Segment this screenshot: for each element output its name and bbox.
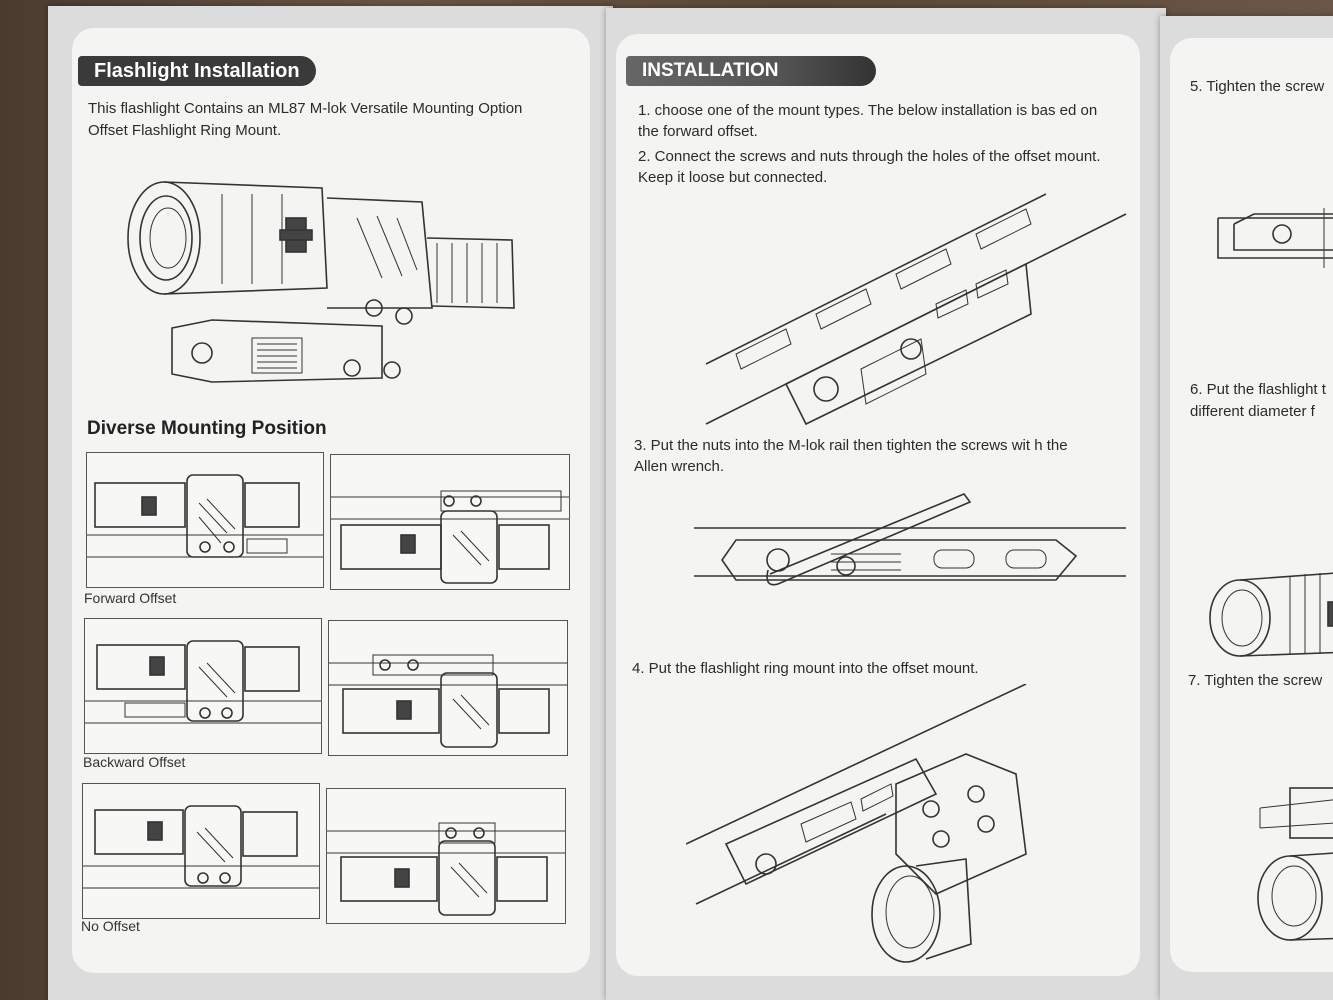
step6-line-1: 6. Put the flashlight t xyxy=(1190,381,1326,398)
forward-offset-diagram-a xyxy=(86,452,324,588)
installation-title: INSTALLATION xyxy=(626,56,876,86)
no-offset-diagram-b xyxy=(326,788,566,924)
flashlight-installation-title: Flashlight Installation xyxy=(78,56,316,86)
step2-line-1: 2. Connect the screws and nuts through t… xyxy=(638,148,1101,165)
step2-rail-illustration xyxy=(705,193,1127,426)
right-panel: 5. Tighten the screw 6. Put the flashlig… xyxy=(1170,38,1333,972)
forward-offset-diagram-b xyxy=(330,454,570,590)
step4-ring-mount-illustration xyxy=(686,684,1027,963)
flashlight-mount-illustration xyxy=(127,181,515,383)
step2-line-2: Keep it loose but connected. xyxy=(638,169,828,186)
middle-panel: INSTALLATION 1. choose one of the mount … xyxy=(616,34,1140,976)
no-offset-diagram-a xyxy=(82,783,320,919)
step7-text: 7. Tighten the screw xyxy=(1188,672,1323,689)
no-offset-caption: No Offset xyxy=(81,918,140,934)
backward-offset-diagram-a xyxy=(84,618,322,754)
step6-illustration xyxy=(1209,572,1333,657)
step6-line-2: different diameter f xyxy=(1190,403,1315,420)
step5-text: 5. Tighten the screw xyxy=(1190,78,1325,95)
intro-line-2: Offset Flashlight Ring Mount. xyxy=(88,122,282,139)
backward-offset-diagram-b xyxy=(328,620,568,756)
diverse-mounting-heading: Diverse Mounting Position xyxy=(87,418,327,439)
step1-line-2: the forward offset. xyxy=(638,123,758,140)
step1-line-1: 1. choose one of the mount types. The be… xyxy=(638,102,1098,119)
step7-illustration xyxy=(1257,787,1333,941)
step3-line-2: Allen wrench. xyxy=(634,458,725,475)
backward-offset-caption: Backward Offset xyxy=(83,754,186,770)
step4-text: 4. Put the flashlight ring mount into th… xyxy=(632,660,979,677)
step3-line-1: 3. Put the nuts into the M-lok rail then… xyxy=(634,437,1068,454)
step3-allen-wrench-illustration xyxy=(694,493,1126,586)
step5-illustration xyxy=(1217,208,1333,268)
left-panel: Flashlight Installation This flashlight … xyxy=(72,28,590,973)
intro-line-1: This flashlight Contains an ML87 M-lok V… xyxy=(88,100,523,117)
forward-offset-caption: Forward Offset xyxy=(84,590,177,606)
